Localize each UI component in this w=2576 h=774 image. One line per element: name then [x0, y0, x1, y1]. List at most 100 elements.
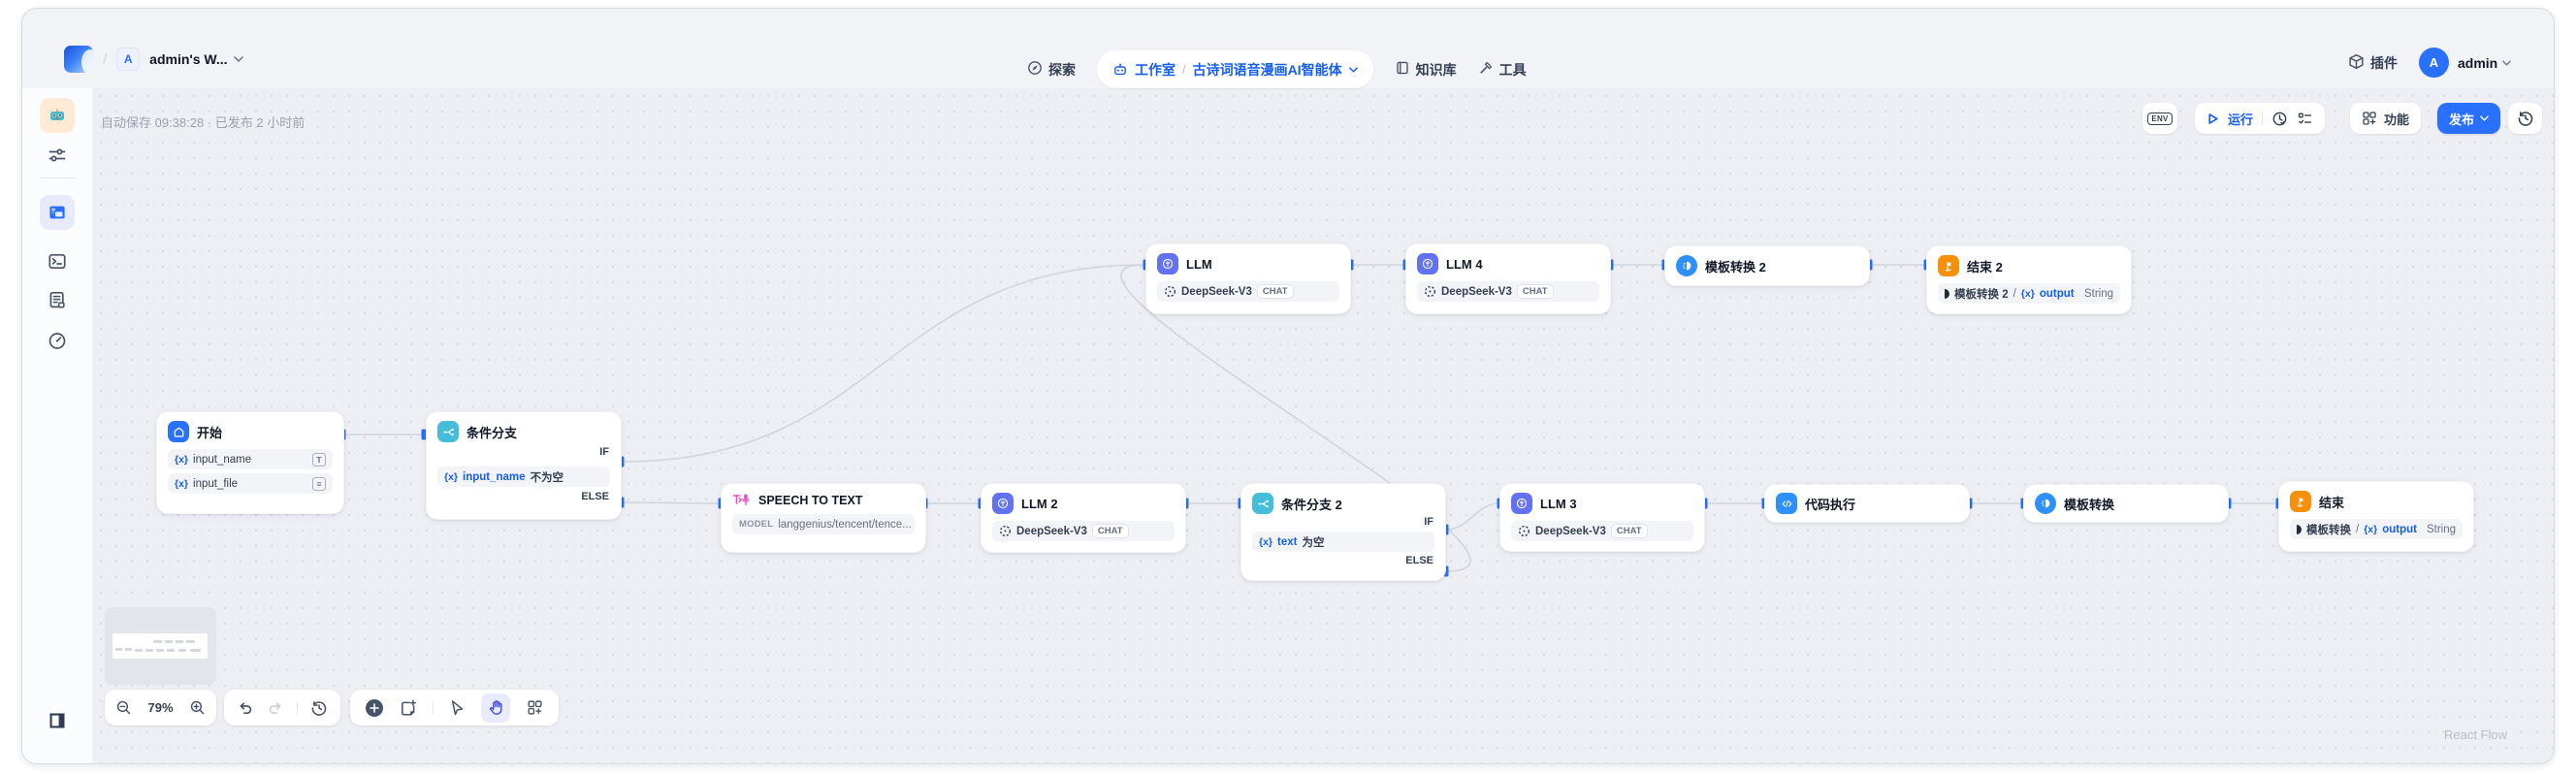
version-history-button[interactable] — [2508, 103, 2542, 134]
nav-knowledge[interactable]: 知识库 — [1395, 60, 1457, 80]
chevron-down-icon — [2480, 115, 2489, 121]
run-history-icon[interactable] — [2271, 111, 2288, 127]
sidebar-item-terminal[interactable] — [48, 251, 68, 272]
output-source: 模板转换 2 — [1954, 288, 2009, 301]
react-flow-attribution: React Flow — [2443, 727, 2507, 742]
deepseek-icon — [1424, 285, 1436, 298]
node-ifelse2[interactable]: 条件分支 2 IF {x} text 为空 ELSE — [1240, 483, 1446, 581]
pointer-tool-icon[interactable] — [449, 699, 466, 716]
llm-icon — [1417, 253, 1438, 274]
node-end2[interactable]: 结束 2 模板转换 2 / {x} output String — [1926, 245, 2132, 314]
node-title: LLM 2 — [1021, 496, 1058, 511]
model-mode-badge: CHAT — [1516, 284, 1554, 299]
variable-token: {x} — [444, 470, 459, 483]
dify-logo[interactable] — [64, 46, 93, 73]
node-llm4[interactable]: LLM 4 DeepSeek-V3 CHAT — [1405, 243, 1611, 314]
pill-slash: / — [1182, 62, 1186, 77]
undo-icon[interactable] — [237, 699, 254, 717]
output-variable: output — [2382, 523, 2417, 535]
input-variable-row[interactable]: {x} input_name — [168, 449, 333, 469]
chevron-down-icon[interactable] — [2502, 60, 2512, 66]
model-row[interactable]: DeepSeek-V3 CHAT — [1417, 281, 1599, 302]
else-branch-label: ELSE — [581, 491, 609, 502]
node-end[interactable]: 结束 模板转换 / {x} output String — [2278, 481, 2474, 552]
model-row[interactable]: DeepSeek-V3 CHAT — [992, 521, 1175, 541]
hand-tool-button[interactable] — [481, 693, 511, 723]
minimap[interactable] — [105, 607, 216, 685]
sidebar-item-logs[interactable] — [48, 290, 67, 310]
model-row[interactable]: DeepSeek-V3 CHAT — [1511, 521, 1693, 541]
node-title: 开始 — [197, 425, 223, 440]
condition-row[interactable]: {x} text 为空 — [1252, 532, 1434, 552]
toolbar-divider — [2262, 112, 2264, 125]
history-icon — [2517, 110, 2534, 127]
app-robot-icon[interactable] — [40, 98, 75, 133]
variable-token: {x} — [175, 477, 189, 490]
add-note-icon[interactable] — [400, 699, 417, 717]
node-ifelse[interactable]: 条件分支 IF {x} input_name 不为空 ELSE — [426, 411, 622, 520]
checklist-icon[interactable] — [2297, 111, 2313, 127]
env-icon: ENV — [2147, 112, 2173, 125]
split-branch-icon — [1252, 493, 1273, 514]
node-title: LLM 3 — [1540, 496, 1577, 511]
add-node-button[interactable] — [366, 698, 384, 717]
speech-to-text-icon — [732, 493, 751, 507]
zoom-control: 79% — [105, 690, 216, 726]
model-row[interactable]: DeepSeek-V3 CHAT — [1157, 281, 1339, 302]
model-name: DeepSeek-V3 — [1016, 525, 1087, 537]
node-start[interactable]: 开始 {x} input_name {x} input_file — [156, 411, 344, 514]
nav-knowledge-label: 知识库 — [1415, 61, 1457, 78]
model-row[interactable]: MODEL langgenius/tencent/tence... — [732, 514, 915, 534]
end-flag-icon — [1938, 255, 1959, 276]
user-avatar[interactable]: A — [2419, 48, 2449, 78]
code-icon — [1776, 493, 1797, 514]
chevron-down-icon[interactable] — [233, 56, 243, 62]
user-name[interactable]: admin — [2458, 54, 2498, 71]
node-llm3[interactable]: LLM 3 DeepSeek-V3 CHAT — [1499, 483, 1705, 552]
sidebar-item-orchestrate[interactable] — [40, 195, 75, 230]
condition-operator: 不为空 — [530, 471, 564, 484]
play-icon[interactable] — [2206, 113, 2219, 125]
chevron-down-icon[interactable] — [1348, 66, 1358, 73]
node-title: 结束 — [2319, 495, 2345, 510]
workspace-avatar[interactable]: A — [116, 48, 141, 71]
hammer-icon — [1478, 60, 1494, 79]
output-row[interactable]: 模板转换 / {x} output String — [2290, 519, 2463, 539]
settings-sliders-icon[interactable] — [47, 145, 68, 166]
deepseek-icon — [1518, 525, 1530, 537]
node-speech-to-text[interactable]: SPEECH TO TEXT MODEL langgenius/tencent/… — [721, 483, 926, 553]
history-control — [224, 690, 340, 726]
collapse-panel-icon[interactable] — [48, 711, 67, 730]
redo-icon[interactable] — [267, 699, 284, 717]
features-button[interactable]: 功能 — [2350, 103, 2422, 134]
change-history-icon[interactable] — [310, 699, 328, 717]
else-branch-label: ELSE — [1405, 555, 1433, 566]
node-llm2[interactable]: LLM 2 DeepSeek-V3 CHAT — [981, 483, 1186, 553]
output-row[interactable]: 模板转换 2 / {x} output String — [1938, 283, 2120, 304]
deepseek-icon — [1164, 285, 1176, 298]
variable-token: {x} — [2364, 523, 2378, 535]
file-type-icon — [312, 476, 326, 491]
zoom-out-icon[interactable] — [115, 699, 132, 716]
app-switcher[interactable]: 工作室 / 古诗词语音漫画AI智能体 — [1097, 50, 1373, 88]
sidebar-item-monitoring[interactable] — [48, 331, 68, 351]
condition-row[interactable]: {x} input_name 不为空 — [437, 467, 610, 487]
autosave-status: 自动保存 09:38:28 · 已发布 2 小时前 — [101, 115, 306, 130]
node-code[interactable]: 代码执行 — [1764, 484, 1970, 523]
auto-layout-icon[interactable] — [527, 699, 543, 716]
zoom-in-icon[interactable] — [189, 699, 206, 716]
node-llm[interactable]: LLM DeepSeek-V3 CHAT — [1145, 243, 1351, 314]
node-template[interactable]: 模板转换 — [2023, 484, 2229, 523]
run-button[interactable]: 运行 — [2228, 112, 2254, 127]
workspace-name[interactable]: admin's W... — [149, 51, 228, 67]
nav-tools[interactable]: 工具 — [1478, 60, 1527, 80]
publish-button[interactable]: 发布 — [2437, 103, 2501, 134]
condition-operator: 为空 — [1302, 536, 1325, 549]
input-variable-row[interactable]: {x} input_file — [168, 473, 333, 494]
env-button[interactable]: ENV — [2142, 103, 2177, 134]
nav-explore[interactable]: 探索 — [1027, 60, 1076, 80]
nav-plugins[interactable]: 插件 — [2348, 53, 2398, 73]
node-template2[interactable]: 模板转换 2 — [1664, 245, 1870, 286]
model-name: DeepSeek-V3 — [1181, 285, 1252, 298]
zoom-level[interactable]: 79% — [147, 700, 174, 715]
